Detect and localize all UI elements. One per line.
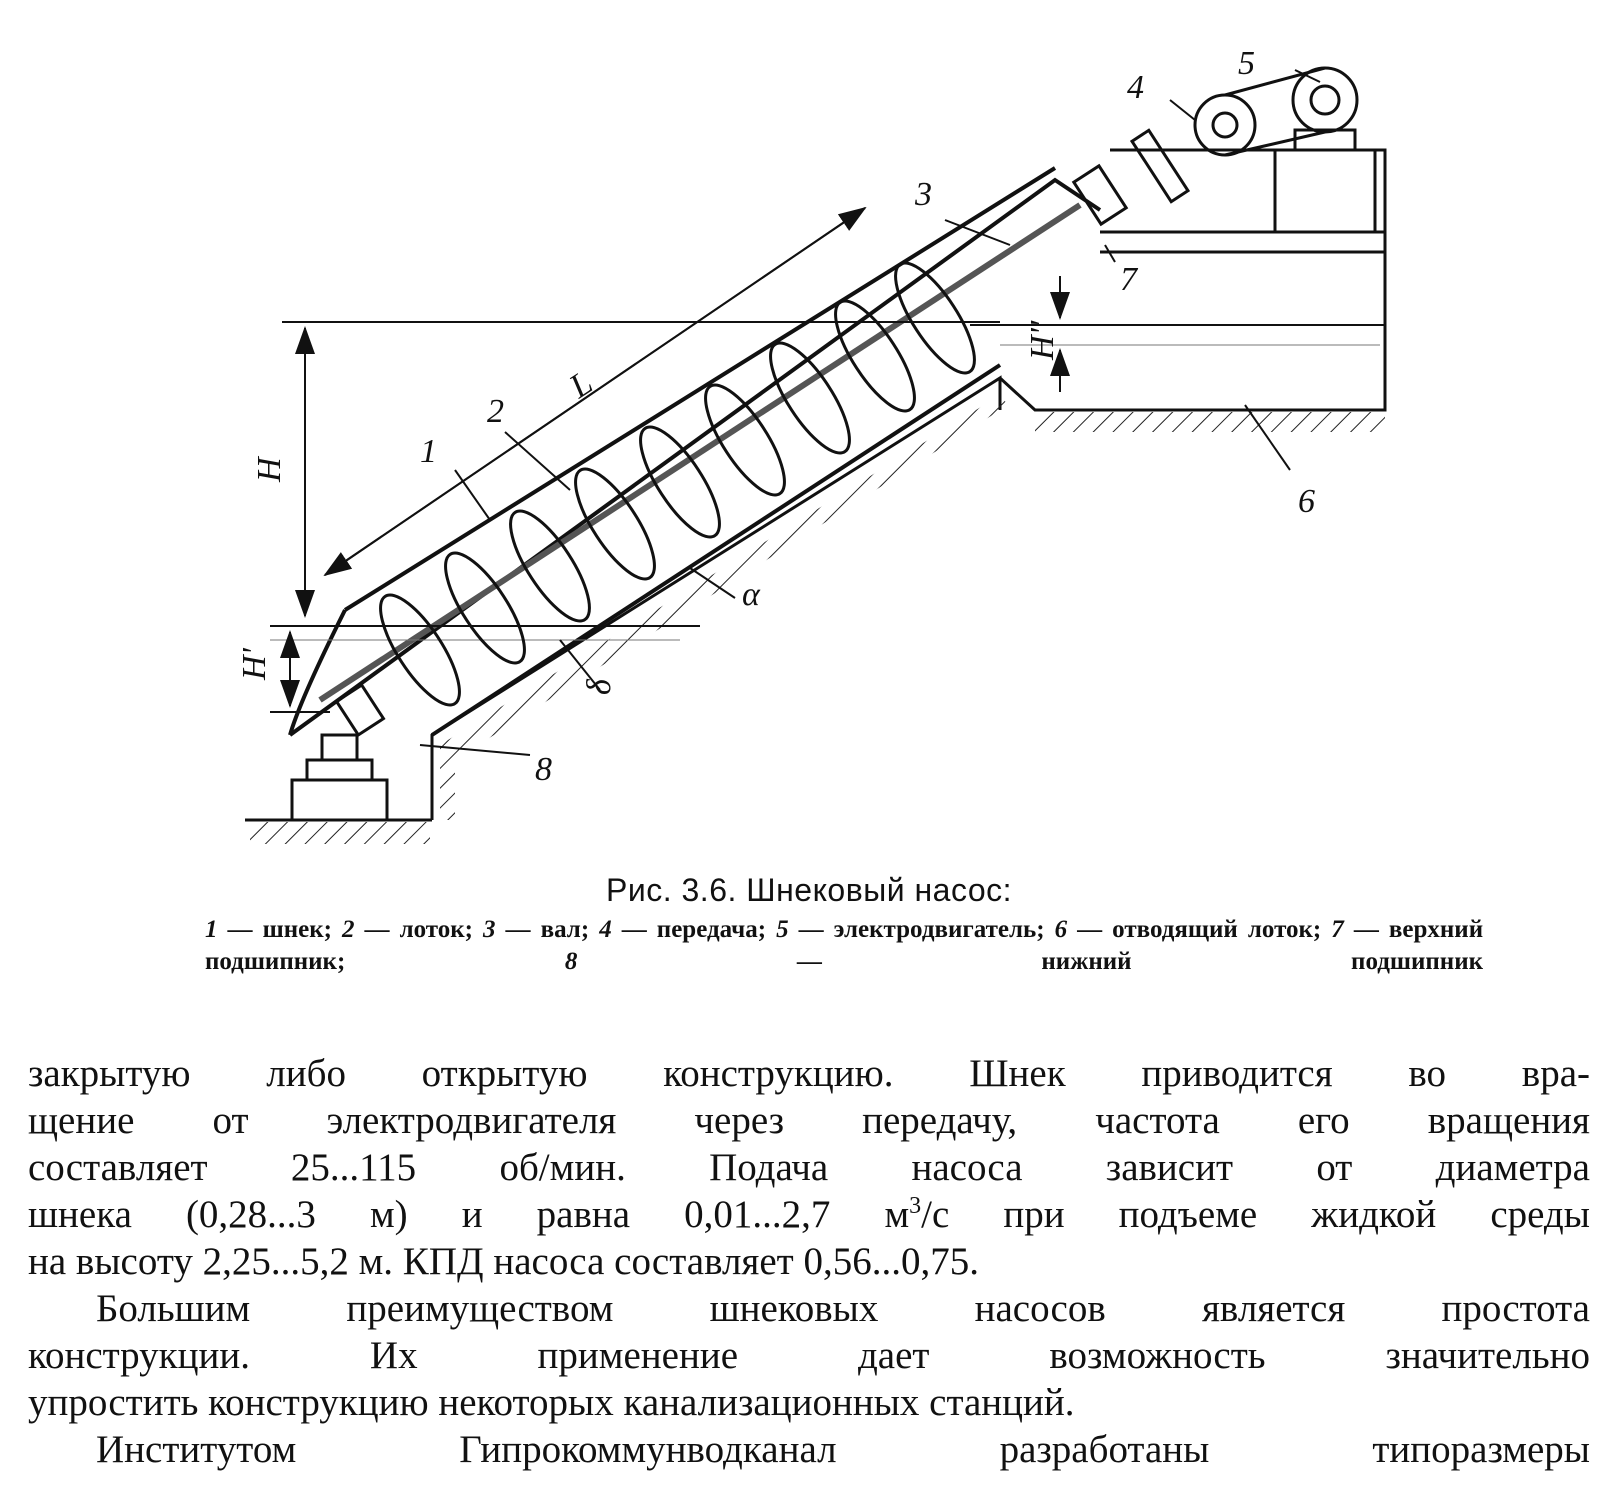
- legend-item: 3 — вал;: [483, 916, 590, 943]
- callout-1: 1: [420, 433, 437, 470]
- screw-flights: [379, 261, 976, 707]
- angle-label-alpha: α: [742, 576, 761, 613]
- callout-3: 3: [914, 176, 932, 213]
- dim-label-H-lower: H': [236, 647, 273, 681]
- callout-6: 6: [1298, 483, 1315, 520]
- legend-item: 6 — отводящий лоток;: [1054, 916, 1322, 943]
- paragraph-1-line: щение от электродвигателя через передачу…: [28, 1099, 1590, 1142]
- paragraph-2-line: Большим преимуществом шнековых насосов я…: [96, 1287, 1590, 1330]
- callout-5: 5: [1238, 45, 1255, 82]
- callout-4: 4: [1127, 69, 1144, 106]
- paragraph-2-line: конструкции. Их применение дает возможно…: [28, 1334, 1590, 1377]
- paragraph-1-line: шнека (0,28...3 м) и равна 0,01...2,7 м3…: [28, 1193, 1590, 1236]
- dim-label-L: L: [562, 364, 599, 406]
- legend-item: 7 — верхний подшипник;: [205, 916, 1484, 975]
- paragraph-2-line: упростить конструкцию некоторых канализа…: [28, 1381, 1075, 1424]
- upper-bearing: [1071, 163, 1129, 227]
- motor-base: [1273, 148, 1377, 234]
- body-text: закрытую либо открытую конструкцию. Шнек…: [28, 1050, 1590, 1473]
- legend-item: 8 — нижний подшипник: [564, 948, 1484, 975]
- electric-motor: [1291, 66, 1359, 134]
- paragraph-1-line: закрытую либо открытую конструкцию. Шнек…: [28, 1052, 1590, 1095]
- gap-label-delta: δ: [581, 678, 618, 695]
- screw-pump-figure: 1 2 3 4 5 6 7 8 L H H' H'' α δ: [236, 45, 1387, 844]
- figure-legend: 1 — шнек; 2 — лоток; 3 — вал; 4 — переда…: [205, 914, 1483, 978]
- paragraph-1-line: составляет 25...115 об/мин. Подача насос…: [28, 1146, 1590, 1189]
- figure-caption-title: Рис. 3.6. Шнековый насос:: [606, 872, 1012, 908]
- dim-label-H-upper: H'': [1024, 320, 1061, 361]
- transmission: [1129, 128, 1191, 204]
- legend-item: 5 — электродвигатель;: [776, 916, 1045, 943]
- dim-label-H: H: [251, 455, 288, 483]
- callout-8: 8: [535, 751, 552, 788]
- callout-2: 2: [487, 393, 504, 430]
- legend-item: 1 — шнек;: [205, 916, 332, 943]
- lower-support-plinth: [305, 758, 374, 782]
- lower-support-base: [290, 778, 389, 822]
- lower-bearing: [334, 682, 386, 738]
- callout-7: 7: [1120, 261, 1139, 298]
- legend-item: 2 — лоток;: [341, 916, 473, 943]
- paragraph-3-line: Институтом Гипрокоммунводканал разработа…: [96, 1428, 1590, 1471]
- paragraph-1-line: на высоту 2,25...5,2 м. КПД насоса соста…: [28, 1240, 979, 1283]
- legend-item: 4 — передача;: [599, 916, 767, 943]
